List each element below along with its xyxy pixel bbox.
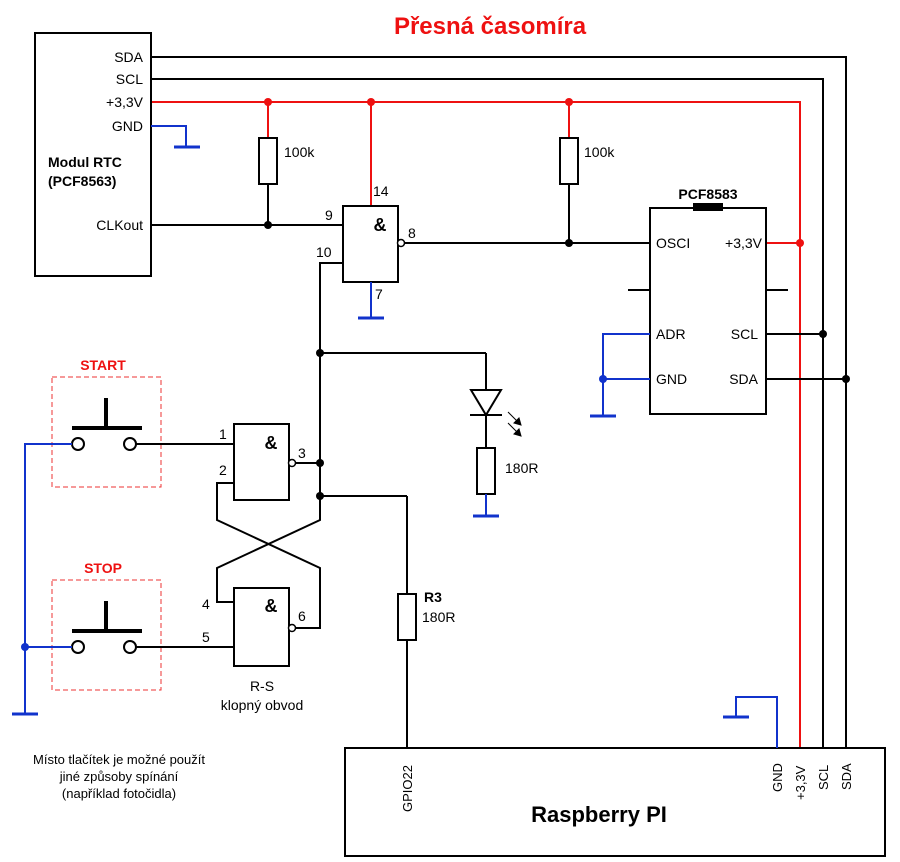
gate-stop-pin-out: 6 xyxy=(298,608,306,624)
gate-start-pin-a: 1 xyxy=(219,426,227,442)
rtc-pin-sda-label: SDA xyxy=(114,49,143,65)
raspberry-pin-sda: SDA xyxy=(839,763,854,790)
raspberry-ground xyxy=(723,696,778,748)
rtc-pin-clkout-label: CLKout xyxy=(96,217,143,233)
gate-main-symbol: & xyxy=(374,215,387,235)
resistor-r3 xyxy=(397,593,417,748)
buttons-ground xyxy=(12,443,72,716)
gate-stop-inverter xyxy=(287,623,297,633)
rtc-pin-gnd-label: GND xyxy=(112,118,143,134)
pcf8583-i2c-wires xyxy=(766,333,846,380)
resistor-100k-osci-label: 100k xyxy=(584,144,615,160)
start-button-label: START xyxy=(80,357,126,373)
raspberry-pi-name: Raspberry PI xyxy=(531,802,667,827)
pcf8583-pin-scl: SCL xyxy=(731,326,758,342)
gate-start-pin-b: 2 xyxy=(219,462,227,478)
rtc-ground xyxy=(151,125,200,149)
gate-stop-pin-b: 5 xyxy=(202,629,210,645)
gate-stop-body xyxy=(233,587,290,667)
pcf8583-body xyxy=(649,207,767,415)
resistor-r3-value: 180R xyxy=(422,609,455,625)
power-junctions xyxy=(264,98,804,247)
raspberry-pin-vcc: +3,3V xyxy=(793,765,808,800)
resistor-100k-osci xyxy=(559,137,579,243)
rs-label: R-S xyxy=(250,678,274,694)
rtc-module-box xyxy=(34,32,152,277)
led xyxy=(469,389,522,448)
note-line-1: Místo tlačítek je možné použít xyxy=(33,752,205,767)
pcf8583-name: PCF8583 xyxy=(678,186,737,202)
start-button-frame xyxy=(51,376,162,488)
pcf8583-pin-osci: OSCI xyxy=(656,235,690,251)
resistor-r3-name: R3 xyxy=(424,589,442,605)
rtc-module-name: Modul RTC xyxy=(48,154,122,170)
rtc-pin-vcc-label: +3,3V xyxy=(106,94,144,110)
gate-main-pin10-wire xyxy=(319,262,487,594)
gate-main-pin-out: 8 xyxy=(408,225,416,241)
note-line-3: (například fotočidla) xyxy=(62,786,176,801)
raspberry-pin-scl: SCL xyxy=(816,765,831,790)
rtc-module-chip: (PCF8563) xyxy=(48,173,116,189)
gate-start-symbol: & xyxy=(265,433,278,453)
gate-main-pin-gnd: 7 xyxy=(375,286,383,302)
pcf8583-pin-vcc: +3,3V xyxy=(725,235,763,251)
stop-button-frame xyxy=(51,579,162,691)
resistor-led xyxy=(476,447,496,495)
resistor-led-label: 180R xyxy=(505,460,538,476)
rtc-pin-scl-label: SCL xyxy=(116,71,143,87)
note-line-2: jiné způsoby spínání xyxy=(59,769,179,784)
gate-main-body xyxy=(342,205,399,283)
i2c-junctions xyxy=(819,330,850,383)
led-ground xyxy=(473,494,499,518)
pcf8583-notch xyxy=(693,203,723,211)
resistor-100k-clkout xyxy=(258,137,278,225)
gate-main-inverter xyxy=(396,238,406,248)
pcf8583-pin-sda: SDA xyxy=(729,371,758,387)
raspberry-pin-gpio22: GPIO22 xyxy=(400,765,415,812)
rs-junctions xyxy=(316,349,324,500)
clkout-junction xyxy=(264,221,272,229)
gate-main-pin-vcc: 14 xyxy=(373,183,389,199)
gate-main-pin-a: 9 xyxy=(325,207,333,223)
start-button xyxy=(71,398,142,451)
pcf8583-ground-junction xyxy=(599,375,607,383)
gate-start-body xyxy=(233,423,290,501)
stop-button-label: STOP xyxy=(84,560,122,576)
resistor-100k-clkout-label: 100k xyxy=(284,144,315,160)
buttons-ground-junction xyxy=(21,643,29,651)
rs-sublabel: klopný obvod xyxy=(221,697,304,713)
pcf8583-pin-gnd: GND xyxy=(656,371,687,387)
raspberry-pin-gnd: GND xyxy=(770,763,785,792)
stop-button xyxy=(71,601,142,654)
gate-stop-pin-a: 4 xyxy=(202,596,210,612)
gate-main-pin-b: 10 xyxy=(316,244,332,260)
sda-bus-line xyxy=(151,56,847,748)
gate-main-ground xyxy=(358,282,384,320)
raspberry-pi-box xyxy=(344,747,886,857)
title: Přesná časomíra xyxy=(394,13,587,40)
gate-stop-symbol: & xyxy=(265,596,278,616)
gate-start-inverter xyxy=(287,458,297,468)
scl-bus-line xyxy=(151,78,824,748)
pcf8583-pin-adr: ADR xyxy=(656,326,686,342)
pcf8583-ground xyxy=(590,333,650,418)
gate-start-pin-out: 3 xyxy=(298,445,306,461)
